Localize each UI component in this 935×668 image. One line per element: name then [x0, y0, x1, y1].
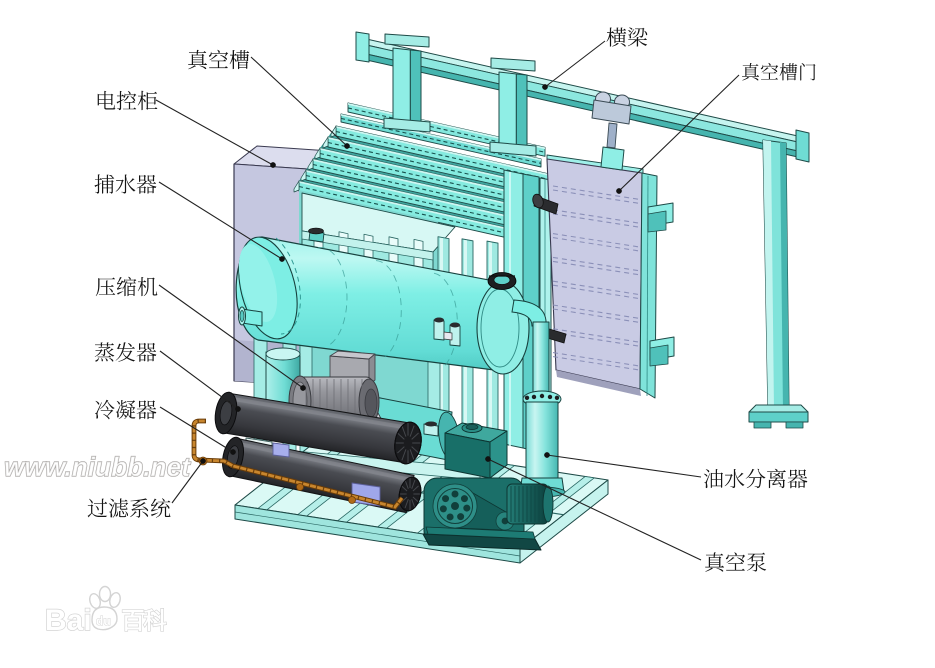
svg-text:du: du	[96, 614, 111, 628]
svg-text:Bai: Bai	[45, 604, 92, 637]
svg-text:www.niubb.net: www.niubb.net	[4, 452, 191, 482]
